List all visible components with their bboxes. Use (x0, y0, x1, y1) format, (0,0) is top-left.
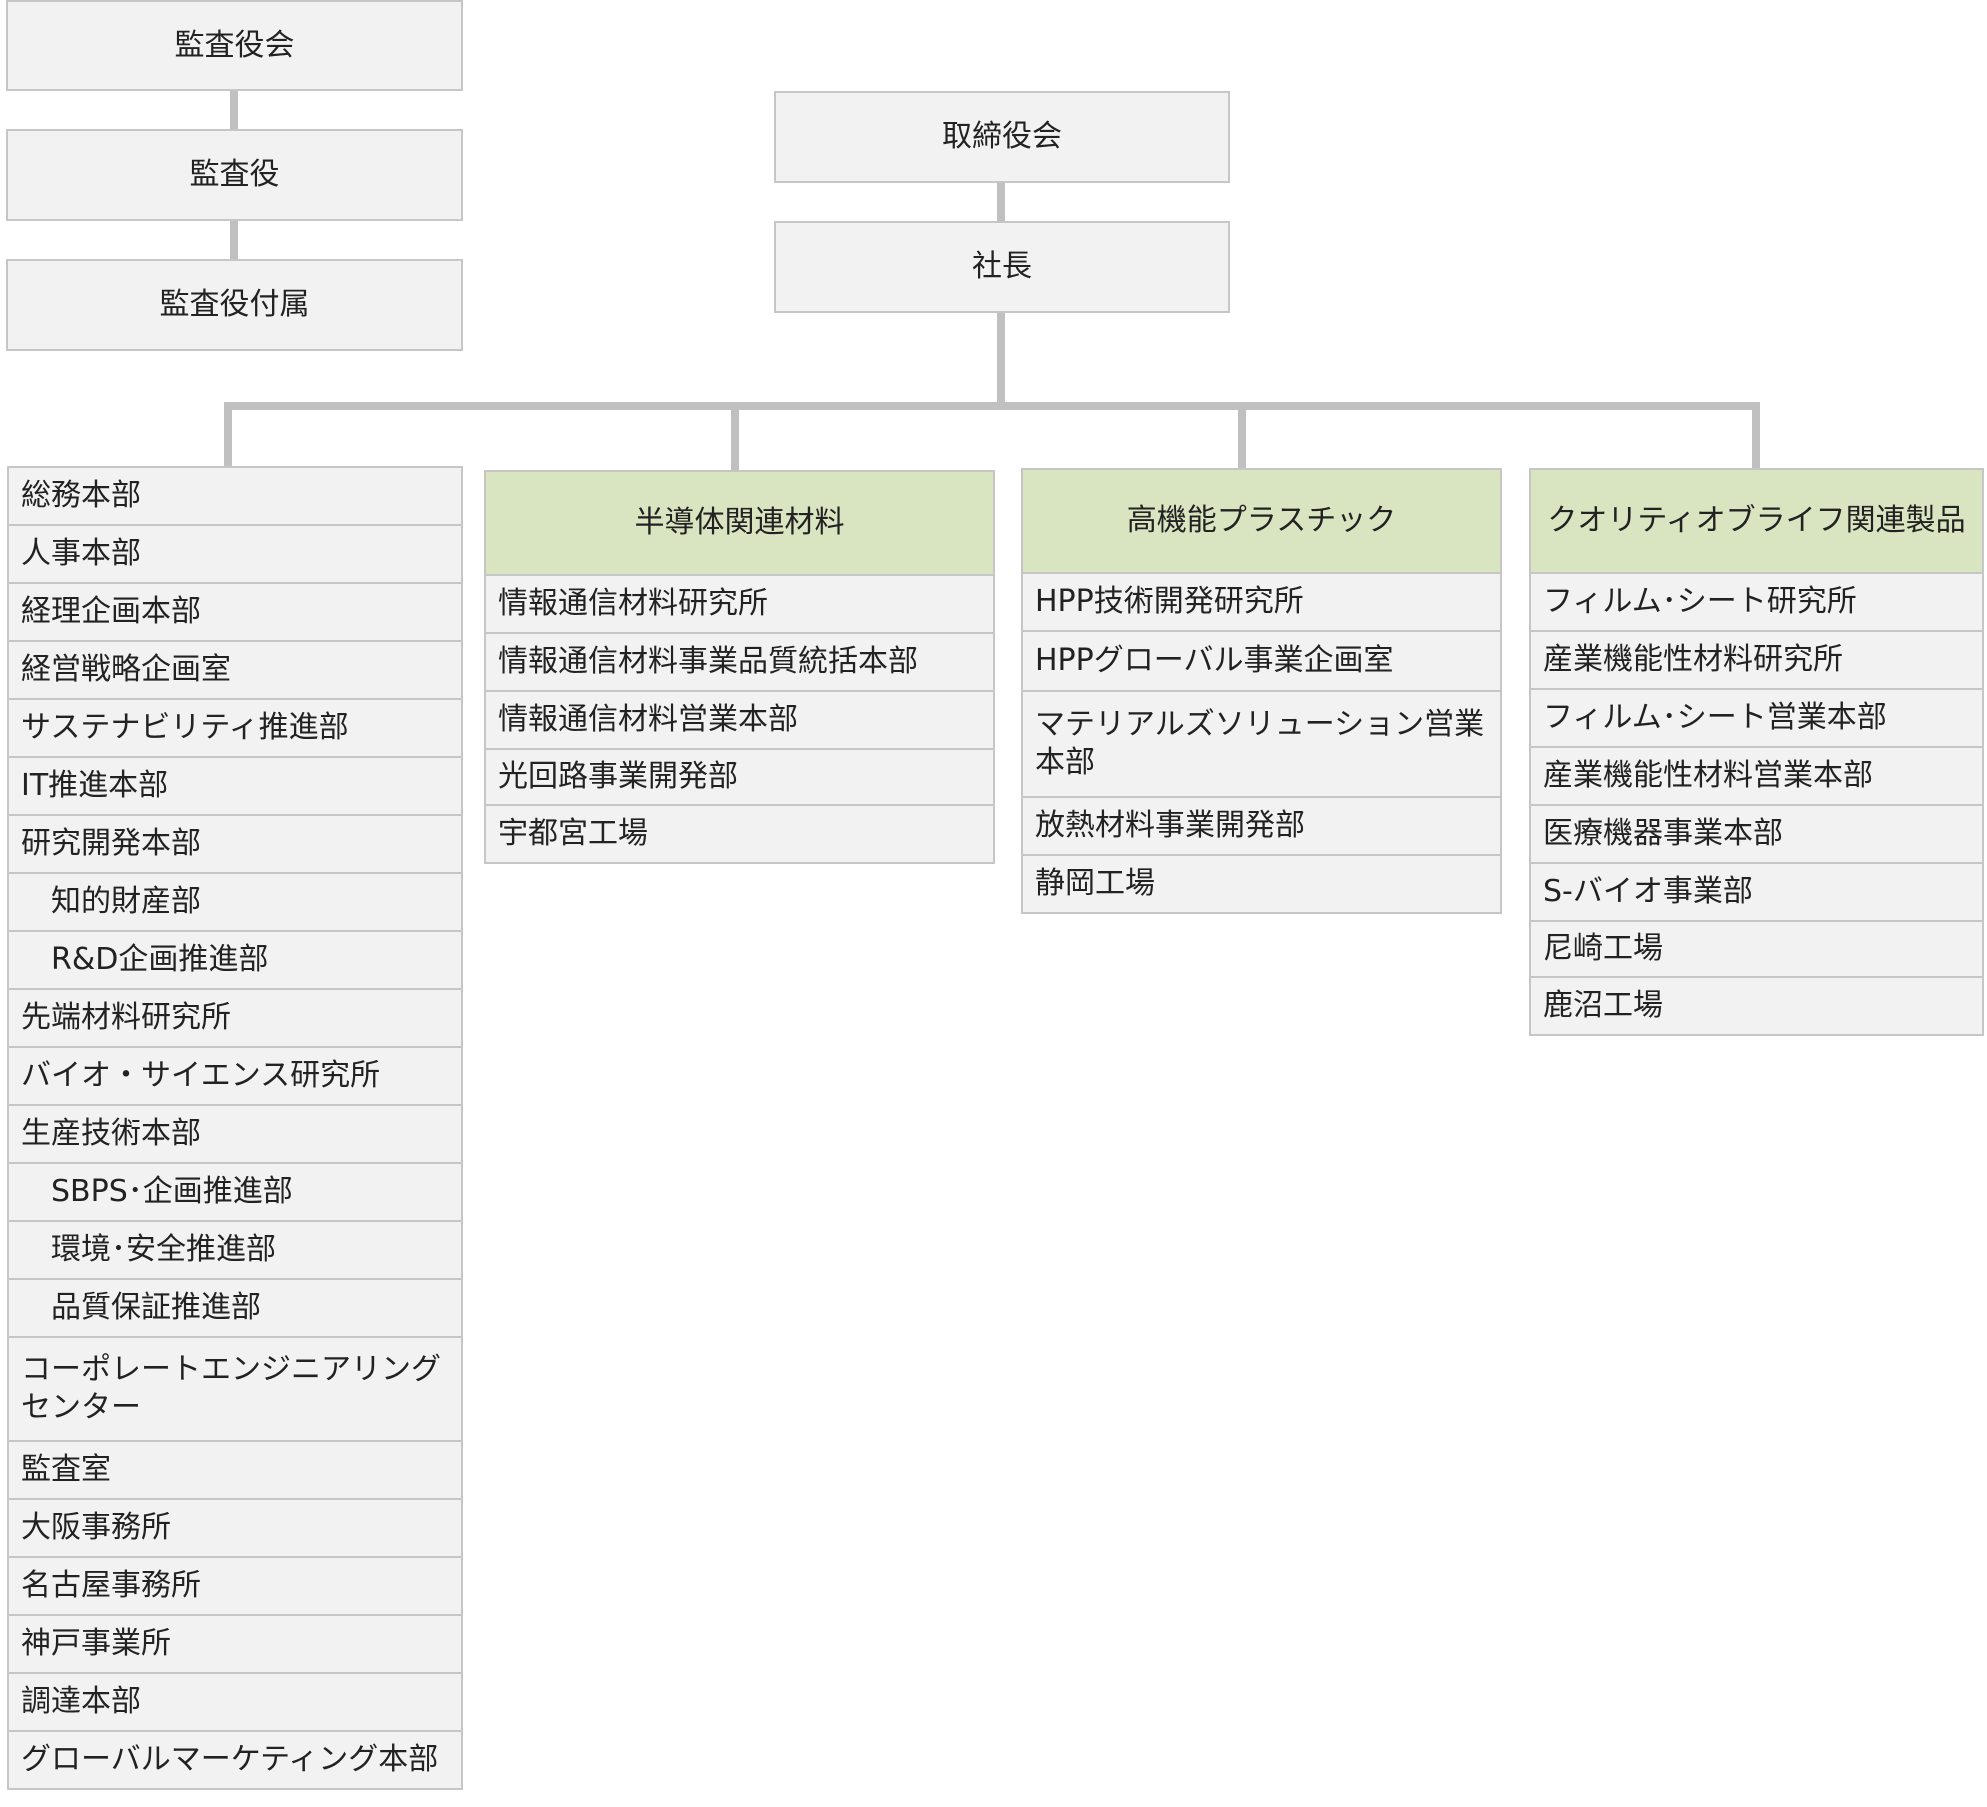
president-label: 社長 (972, 249, 1032, 284)
list-item: 研究開発本部 (7, 814, 463, 874)
list-item: 知的財産部 (7, 872, 463, 932)
audit-board-box: 監査役会 (6, 0, 463, 91)
connector-drop-segment-3 (1752, 402, 1760, 468)
list-item: HPPグローバル事業企画室 (1021, 630, 1502, 692)
board-of-directors-box: 取締役会 (774, 91, 1230, 183)
list-item: 産業機能性材料営業本部 (1529, 746, 1984, 806)
president-box: 社長 (774, 221, 1230, 313)
list-item: 生産技術本部 (7, 1104, 463, 1164)
list-item: 名古屋事務所 (7, 1556, 463, 1616)
segment-header-semiconductor: 半導体関連材料 (484, 470, 995, 576)
segment-header-high-performance-plastics: 高機能プラスチック (1021, 468, 1502, 574)
list-item: 監査室 (7, 1440, 463, 1500)
board-of-directors-label: 取締役会 (942, 119, 1062, 154)
list-item: 情報通信材料研究所 (484, 574, 995, 634)
list-item: 品質保証推進部 (7, 1278, 463, 1338)
list-item: 鹿沼工場 (1529, 976, 1984, 1036)
list-item: 情報通信材料事業品質統括本部 (484, 632, 995, 692)
list-item: S-バイオ事業部 (1529, 862, 1984, 922)
segment-title: 高機能プラスチック (1126, 503, 1397, 538)
list-item: バイオ・サイエンス研究所 (7, 1046, 463, 1106)
segment-title: クオリティオブライフ関連製品 (1547, 503, 1966, 538)
segment-list-high-performance-plastics: HPP技術開発研究所 HPPグローバル事業企画室 マテリアルズソリューション営業… (1021, 572, 1502, 914)
list-item: 光回路事業開発部 (484, 748, 995, 806)
segment-title: 半導体関連材料 (634, 505, 845, 540)
list-item: 調達本部 (7, 1672, 463, 1732)
segment-header-quality-of-life: クオリティオブライフ関連製品 (1529, 468, 1984, 574)
list-item: IT推進本部 (7, 756, 463, 816)
audit-board-label: 監査役会 (174, 27, 295, 63)
list-item: 宇都宮工場 (484, 804, 995, 864)
list-item: R&D企画推進部 (7, 930, 463, 990)
connector-drop-segment-2 (1238, 402, 1246, 468)
connector-horizontal-bus (224, 402, 1760, 410)
list-item: 医療機器事業本部 (1529, 804, 1984, 864)
connector-board-president (997, 182, 1005, 222)
list-item: フィルム･シート営業本部 (1529, 688, 1984, 748)
corporate-department-list: 総務本部 人事本部 経理企画本部 経営戦略企画室 サステナビリティ推進部 IT推… (7, 466, 463, 1798)
list-item: コーポレートエンジニアリング センター (7, 1336, 463, 1442)
list-item: 尼崎工場 (1529, 920, 1984, 978)
segment-list-semiconductor: 情報通信材料研究所 情報通信材料事業品質統括本部 情報通信材料営業本部 光回路事… (484, 574, 995, 866)
list-item: 総務本部 (7, 466, 463, 526)
connector-president-bus (997, 312, 1005, 410)
list-item: 情報通信材料営業本部 (484, 690, 995, 750)
list-item: HPP技術開発研究所 (1021, 572, 1502, 632)
list-item: 静岡工場 (1021, 854, 1502, 914)
list-item: 神戸事業所 (7, 1614, 463, 1674)
list-item: 経営戦略企画室 (7, 640, 463, 700)
audit-attached-box: 監査役付属 (6, 259, 463, 351)
list-item: 環境･安全推進部 (7, 1220, 463, 1280)
audit-attached-label: 監査役付属 (159, 287, 310, 322)
connector-drop-segment-1 (731, 402, 739, 470)
list-item: マテリアルズソリューション営業本部 (1021, 690, 1502, 798)
list-item: グローバルマーケティング本部 (7, 1730, 463, 1790)
list-item: 放熱材料事業開発部 (1021, 796, 1502, 856)
list-item: フィルム･シート研究所 (1529, 572, 1984, 632)
connector-auditor-attached (230, 220, 238, 260)
connector-audit-board-auditor (230, 90, 238, 130)
list-item: 産業機能性材料研究所 (1529, 630, 1984, 690)
list-item: 先端材料研究所 (7, 988, 463, 1048)
list-item: SBPS･企画推進部 (7, 1162, 463, 1222)
list-item: 経理企画本部 (7, 582, 463, 642)
auditor-label: 監査役 (189, 157, 280, 192)
list-item: 人事本部 (7, 524, 463, 584)
auditor-box: 監査役 (6, 129, 463, 221)
list-item: 大阪事務所 (7, 1498, 463, 1558)
list-item: サステナビリティ推進部 (7, 698, 463, 758)
segment-list-quality-of-life: フィルム･シート研究所 産業機能性材料研究所 フィルム･シート営業本部 産業機能… (1529, 572, 1984, 1036)
connector-drop-corporate (224, 402, 232, 468)
